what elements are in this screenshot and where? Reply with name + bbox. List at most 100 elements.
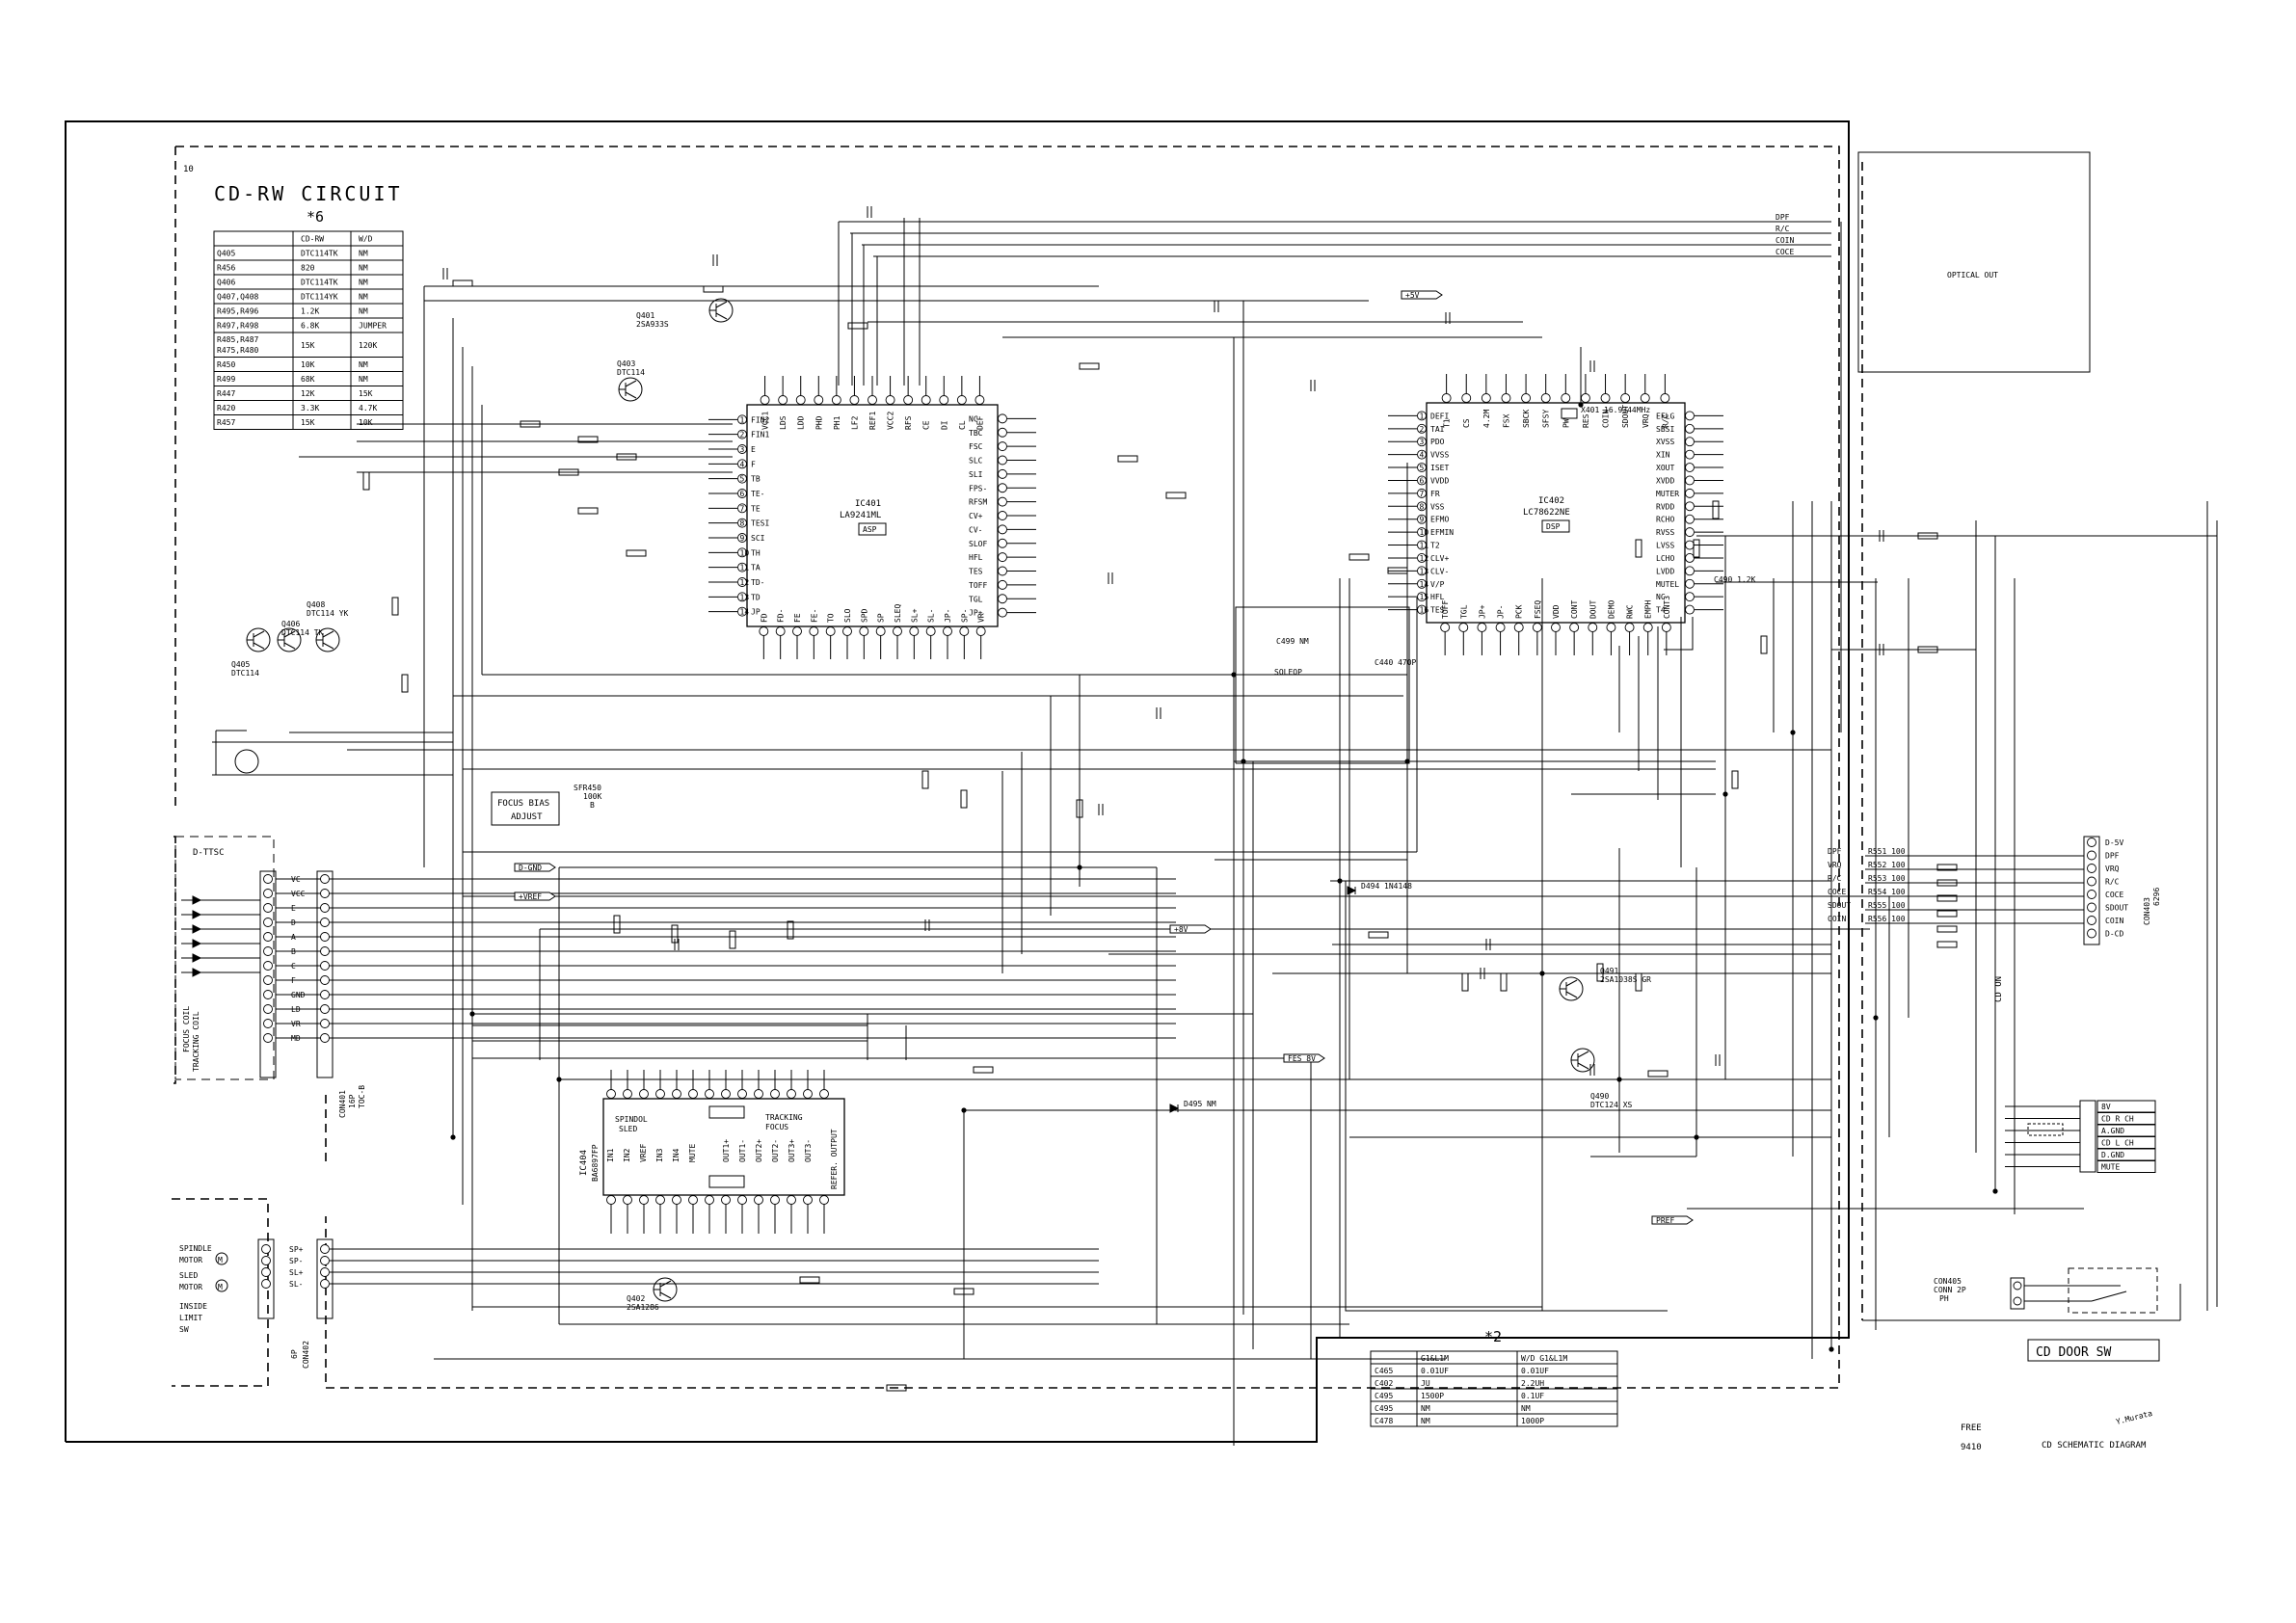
pin-name: TO <box>827 613 836 623</box>
pin-name: SLO <box>843 608 852 623</box>
pin-name: NC <box>969 414 978 423</box>
ic-pin <box>1481 393 1491 403</box>
transistor-ref: Q401 <box>636 311 654 320</box>
bus-flag <box>514 891 556 901</box>
pin-number: 6 <box>1420 476 1425 485</box>
connector-pin-name: SDOUT <box>2105 904 2128 913</box>
ic-section: SPINDOL <box>615 1115 648 1124</box>
wire <box>253 642 265 650</box>
table-text: 68K <box>301 375 315 384</box>
wire <box>283 630 296 638</box>
pin-number: 9 <box>740 534 745 543</box>
table-text: R497,R498 <box>217 322 259 331</box>
connector-pin <box>320 1256 330 1265</box>
ic-pin <box>1580 393 1590 403</box>
connector-pin <box>320 903 330 913</box>
ic-pin <box>1685 514 1695 524</box>
resistor <box>973 1066 994 1074</box>
connector-pin <box>2087 916 2096 925</box>
ic-section: TRACKING <box>765 1113 803 1122</box>
ic-pin <box>737 518 747 528</box>
cap-note-2: SOLEOP <box>1274 668 1302 677</box>
ic-pin <box>1417 488 1427 498</box>
pin-name: SL- <box>927 609 936 623</box>
junction <box>1337 878 1343 884</box>
transistor-ref: Q403 <box>617 359 635 368</box>
resistor <box>362 471 370 491</box>
signal-resistor: R552 100 <box>1868 861 1906 869</box>
ic-pin <box>760 395 770 405</box>
ic-pin <box>868 395 877 405</box>
pin-name: OUT3- <box>804 1139 813 1162</box>
resistor <box>1500 972 1508 992</box>
pin-name: VREF <box>639 1144 648 1162</box>
transistors: Q4012SA933SQ403DTC114Q405DTC114Q406DTC11… <box>215 298 1651 1312</box>
pin-name: TE <box>751 504 761 513</box>
table-text: Q405 <box>217 250 235 258</box>
table-text: DTC114TK <box>301 279 338 287</box>
pin-number: 2 <box>740 431 745 439</box>
junction <box>1722 791 1728 797</box>
bus-flag <box>514 863 556 872</box>
table-text: R456 <box>217 264 235 273</box>
focus-adjust-label-2: ADJUST <box>511 812 543 822</box>
ic-ref: IC402 <box>1538 496 1564 506</box>
junction <box>961 1107 967 1113</box>
ic-pin <box>1513 623 1524 632</box>
resistor <box>452 279 473 287</box>
table-text: G1&L1M <box>1421 1354 1449 1363</box>
pin-name: TAI <box>1430 425 1445 434</box>
ic-pin <box>998 427 1007 438</box>
pin-name: JP- <box>1497 605 1506 619</box>
table-text: R475,R480 <box>217 346 259 355</box>
resistor <box>1936 910 1958 918</box>
bus-flag <box>1401 290 1443 300</box>
ic-pin <box>1685 488 1695 498</box>
resistor <box>401 674 409 693</box>
bus-signal: R/C <box>1775 225 1790 233</box>
table-text: R495,R496 <box>217 307 259 316</box>
table-text: NM <box>1421 1417 1430 1425</box>
dashed-link <box>2027 1123 2064 1136</box>
pin-number: 5 <box>1420 464 1425 472</box>
resistor <box>577 436 599 443</box>
ic-pin <box>819 1195 829 1205</box>
transistor-part: DTC114 <box>231 669 259 678</box>
resistor <box>577 507 599 515</box>
cap-note-1: C499 NM <box>1276 637 1309 646</box>
ic-pin <box>1417 475 1427 486</box>
pin-name: SDOUT <box>1621 405 1630 428</box>
ic-pin <box>1588 623 1598 632</box>
pin-name: RFSM <box>969 498 987 507</box>
pin-number: 12 <box>1420 554 1429 563</box>
table-text: 1000P <box>1521 1417 1544 1425</box>
ic-pin <box>893 626 902 636</box>
ic-pin <box>1417 514 1427 524</box>
pickup-pin <box>263 932 273 942</box>
pin-name: OUT2+ <box>755 1139 763 1162</box>
connector-pin <box>2087 890 2096 899</box>
connector-body <box>316 870 334 1078</box>
connector-pin <box>320 874 330 884</box>
ic-pin <box>1441 393 1452 403</box>
pin-name: SL+ <box>910 608 919 623</box>
connector-pin-name: VRQ <box>2105 865 2120 873</box>
resistor <box>1635 972 1642 992</box>
ic-pin <box>737 577 747 587</box>
pin-name: FPS- <box>969 484 987 492</box>
motor-pin <box>261 1279 271 1289</box>
motor-icon-letter: M <box>218 1283 223 1291</box>
ic-pin <box>1685 566 1695 576</box>
junction <box>556 1077 562 1082</box>
pin-name: CL <box>958 420 967 430</box>
ic-pin <box>1685 463 1695 473</box>
ic-pin <box>737 606 747 617</box>
pin-name: JP+ <box>1478 604 1486 619</box>
ic-pin <box>1417 411 1427 421</box>
table-text: 2.2UH <box>1521 1379 1544 1388</box>
diode-ref: D495 <box>1184 1100 1202 1108</box>
ic-pin <box>770 1089 780 1099</box>
